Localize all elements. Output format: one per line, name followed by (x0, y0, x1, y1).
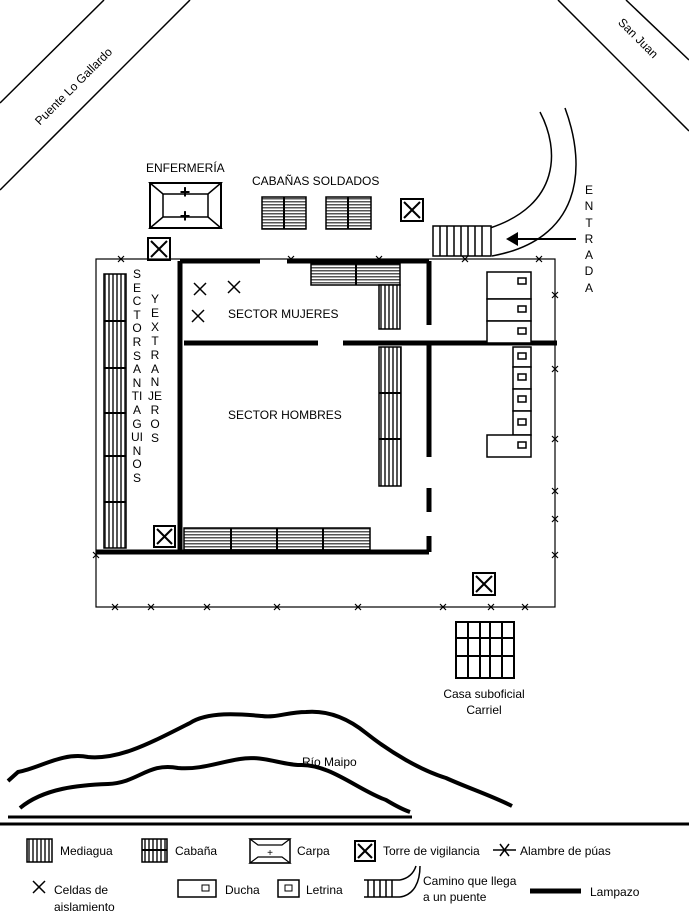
casa-suboficial (455, 621, 515, 679)
legend-celdas-icon (32, 880, 46, 894)
svg-text:+: + (267, 848, 273, 859)
entrance-label: ENTRADA (584, 183, 594, 295)
road-puente-lo-gallardo (0, 0, 191, 191)
cabana-soldados-2 (325, 196, 372, 230)
casa-suboficial-label-2: Carriel (466, 703, 502, 717)
legend-letrina-icon (277, 879, 300, 898)
watchtower-top-right (400, 198, 424, 222)
svg-text:+: + (180, 182, 191, 202)
watchtower-bottom (472, 572, 496, 596)
legend-torre-label: Torre de vigilancia (383, 844, 480, 858)
entrance-arrow (506, 232, 576, 246)
ducha-letrina-block-top (486, 271, 532, 344)
rio-maipo-label: Río Maipo (302, 755, 357, 769)
road-san-juan (557, 0, 689, 132)
legend-carpa-icon: + (248, 838, 292, 864)
lampazo-walls (96, 258, 557, 555)
legend-cabana-icon (141, 838, 168, 863)
watchtower-top-left (147, 237, 171, 261)
watchtower-inner (153, 525, 176, 548)
entrance-road (432, 107, 577, 257)
legend-cabana-label: Cabaña (175, 844, 218, 858)
enfermeria-tent: + + (147, 182, 224, 229)
enfermeria-label: ENFERMERÍA (146, 161, 225, 175)
rio-maipo (6, 709, 513, 819)
mediagua-mujeres-l (310, 263, 401, 330)
celdas-aislamiento (191, 280, 241, 323)
legend-mediagua-icon (26, 838, 53, 863)
mediagua-left-column (103, 273, 127, 549)
legend-carpa-label: Carpa (297, 844, 330, 858)
legend-camino-label-2: a un puente (423, 890, 487, 904)
sector-mujeres-label: SECTOR MUJERES (228, 307, 339, 321)
legend-letrina-label: Letrina (306, 883, 343, 897)
legend-celdas-label-2: aislamiento (54, 900, 115, 914)
svg-text:+: + (180, 206, 191, 226)
sector-hombres-label: SECTOR HOMBRES (228, 408, 342, 422)
sector-santiaguinos-label: SECTOR SANTIAGUINOS (131, 267, 143, 485)
legend-celdas-label-1: Celdas de (54, 883, 109, 897)
legend-alambre-icon (493, 843, 516, 857)
cabanas-soldados-label: CABAÑAS SOLDADOS (252, 174, 380, 188)
legend-alambre-label: Alambre de púas (520, 844, 611, 858)
mediagua-bottom-row (183, 527, 371, 551)
mediagua-center-column (378, 346, 402, 487)
casa-suboficial-label-1: Casa suboficial (443, 687, 525, 701)
legend-camino-label-1: Camino que llega (423, 874, 517, 888)
legend-ducha-icon (177, 879, 217, 898)
legend-mediagua-label: Mediagua (60, 844, 113, 858)
cabana-soldados-1 (261, 196, 307, 230)
legend-lampazo-label: Lampazo (590, 885, 640, 899)
sector-extranjeros-label: Y EXTRANJEROS (148, 292, 163, 446)
legend-camino-icon (364, 865, 421, 898)
ducha-letrina-block-bottom (486, 346, 532, 458)
legend-torre-icon (354, 840, 376, 862)
legend-ducha-label: Ducha (225, 883, 260, 897)
